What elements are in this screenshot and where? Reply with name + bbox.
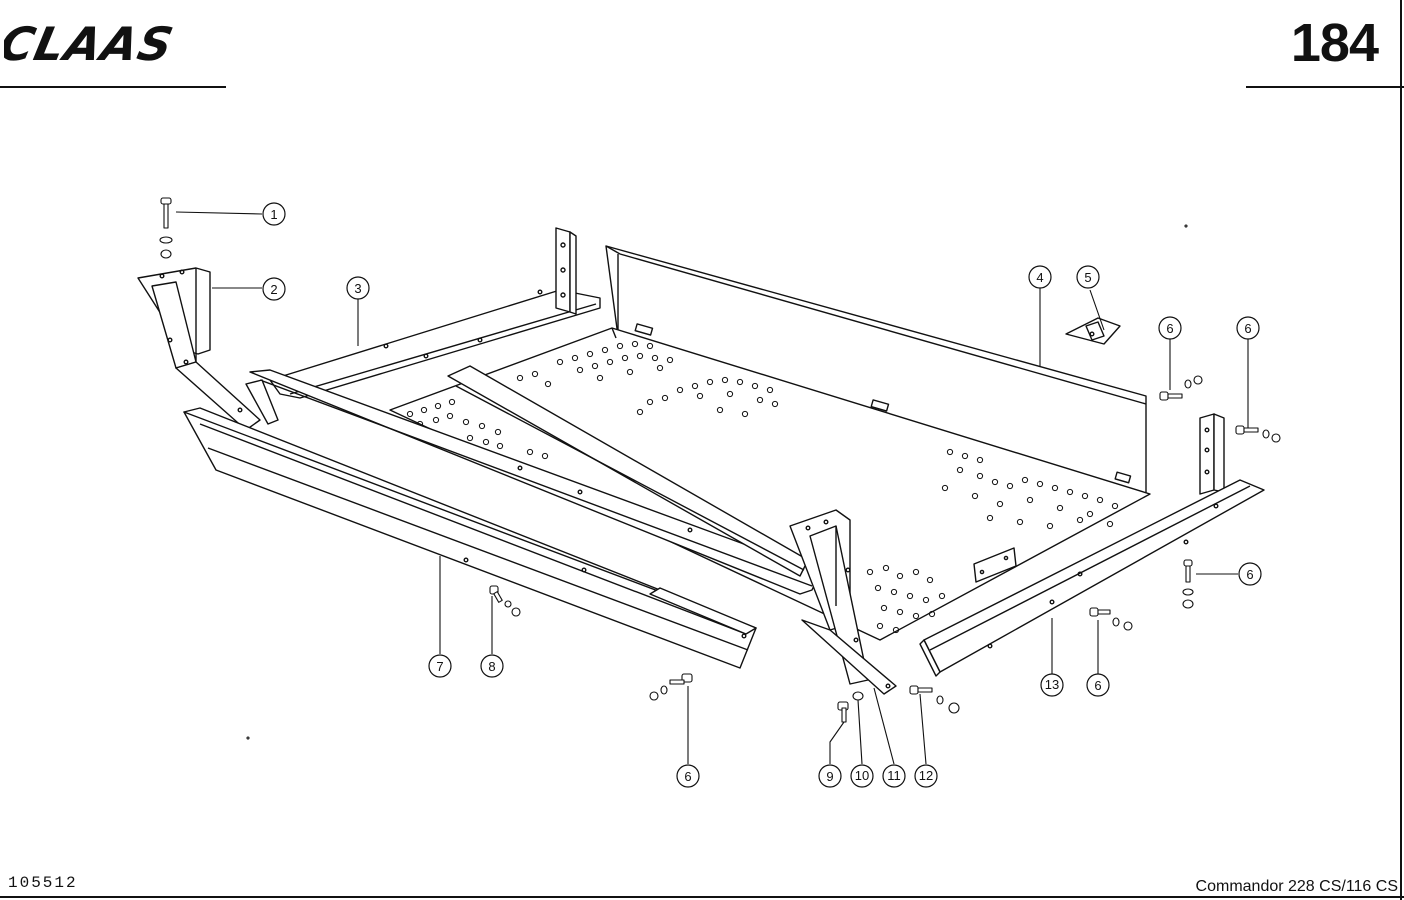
- upright-bracket: [137, 267, 261, 431]
- header-rule-left: [0, 86, 226, 88]
- callouts: 1 2 3 4 5 6 6: [262, 202, 1262, 788]
- svg-text:6: 6: [1166, 321, 1173, 336]
- callout-9: 9: [818, 764, 842, 788]
- callout-11: 11: [882, 764, 906, 788]
- callout-8: 8: [480, 654, 504, 678]
- callout-10: 10: [850, 764, 874, 788]
- svg-text:6: 6: [684, 769, 691, 784]
- svg-text:6: 6: [1244, 321, 1251, 336]
- claas-logo: CLAAS: [0, 17, 232, 70]
- svg-text:1: 1: [270, 207, 277, 222]
- svg-text:2: 2: [270, 282, 277, 297]
- svg-text:6: 6: [1246, 567, 1253, 582]
- svg-text:3: 3: [354, 281, 361, 296]
- floor-holes: [406, 340, 1119, 634]
- page-number: 184: [1290, 13, 1379, 73]
- callout-6-right-lower: 6: [1238, 562, 1262, 586]
- bottom-border: [0, 896, 1404, 898]
- callout-7: 7: [428, 654, 452, 678]
- svg-text:5: 5: [1084, 270, 1091, 285]
- callout-6-right-upright: 6: [1236, 316, 1260, 340]
- fasteners: [159, 197, 1281, 740]
- callout-5: 5: [1076, 265, 1100, 289]
- svg-text:13: 13: [1045, 677, 1059, 692]
- callout-4: 4: [1028, 265, 1052, 289]
- callout-13: 13: [1040, 673, 1064, 697]
- svg-text:7: 7: [436, 659, 443, 674]
- svg-text:4: 4: [1036, 270, 1043, 285]
- callout-2: 2: [262, 277, 286, 301]
- claas-logo-graphic: CLAAS: [0, 17, 178, 70]
- perforated-floor-plate: [389, 327, 1151, 641]
- drawing-number: 105512: [8, 874, 78, 892]
- right-side-rail: [919, 413, 1265, 677]
- header-rule-right: [1246, 86, 1404, 88]
- front-crossbeam: [245, 365, 821, 595]
- center-support-leg: [789, 509, 897, 695]
- callout-6-back-wall: 6: [1158, 316, 1182, 340]
- svg-text:8: 8: [488, 659, 495, 674]
- right-border: [1400, 0, 1402, 900]
- brand-wordmark: CLAAS: [4, 18, 178, 68]
- left-rear-rail: [269, 227, 601, 399]
- svg-text:10: 10: [855, 768, 869, 783]
- callout-6-left-bottom: 6: [676, 764, 700, 788]
- small-bracket-plate: [1065, 317, 1121, 345]
- leader-lines: [175, 211, 1249, 765]
- model-name: Commandor 228 CS/116 CS: [1195, 878, 1398, 895]
- svg-text:9: 9: [826, 769, 833, 784]
- callout-3: 3: [346, 276, 370, 300]
- left-side-channel: [183, 407, 757, 669]
- callout-1: 1: [262, 202, 286, 226]
- callout-12: 12: [914, 764, 938, 788]
- callout-6-right-bottom: 6: [1086, 673, 1110, 697]
- svg-text:12: 12: [919, 768, 933, 783]
- svg-text:6: 6: [1094, 678, 1101, 693]
- svg-text:11: 11: [887, 768, 901, 783]
- wall-foot-bracket: [973, 547, 1017, 583]
